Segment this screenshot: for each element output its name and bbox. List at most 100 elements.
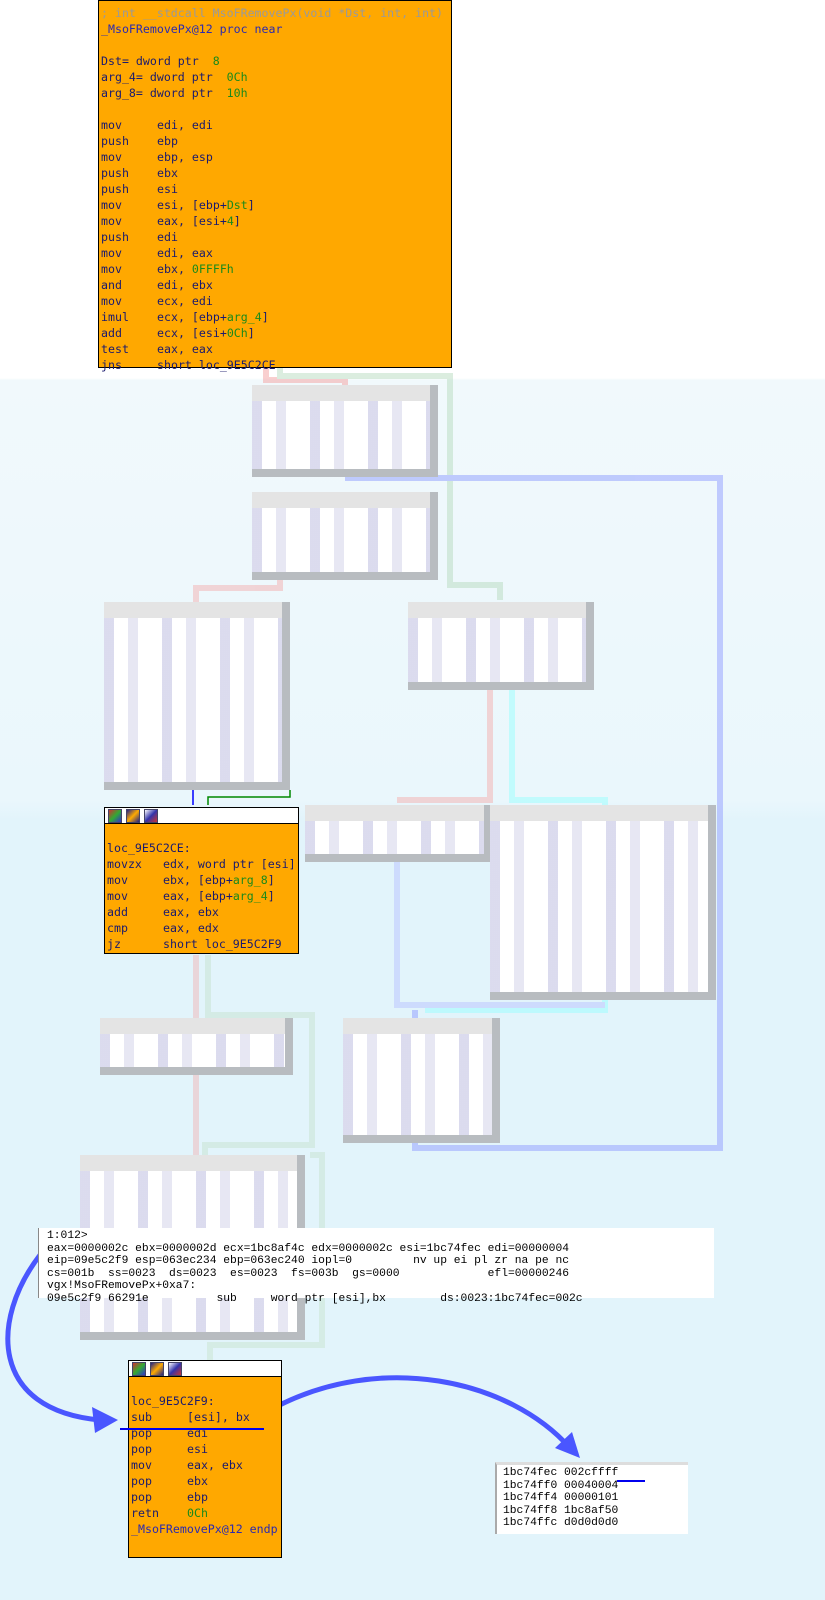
blurred-block [305, 805, 492, 862]
operands: ebp [157, 134, 178, 148]
mnemonic: mov [101, 150, 122, 164]
operands: eax, [ebp+arg_4] [163, 889, 275, 903]
instruction-line[interactable]: pop ebx [129, 1473, 281, 1489]
pencil-icon[interactable] [126, 809, 140, 823]
operands: esi, [ebp+Dst] [157, 198, 255, 212]
block-toolbar [129, 1361, 281, 1377]
instruction-line[interactable]: add eax, ebx [105, 904, 298, 920]
operands: 0Ch [187, 1506, 208, 1520]
endp-label: _MsoFRemovePx@12 endp [131, 1522, 278, 1536]
memory-row: 1bc74ffc d0d0d0d0 [501, 1517, 684, 1530]
operands: eax, [esi+4] [157, 214, 241, 228]
operands: ebp [187, 1490, 208, 1504]
mnemonic: jz [107, 937, 121, 951]
mnemonic: cmp [107, 921, 128, 935]
block-label: loc_9E5C2F9: [131, 1394, 215, 1408]
operands: eax, ebx [163, 905, 219, 919]
var-decl: arg_4= dword ptr [101, 70, 227, 84]
var-offset: 8 [212, 54, 220, 68]
mnemonic: sub [131, 1410, 152, 1424]
blurred-block [343, 1018, 500, 1143]
blurred-block [490, 805, 716, 1000]
instruction-line[interactable]: mov eax, [esi+4] [99, 213, 451, 229]
mnemonic: add [101, 326, 122, 340]
block-label: loc_9E5C2CE: [107, 841, 191, 855]
operands: eax, eax [157, 342, 213, 356]
proc-label: _MsoFRemovePx@12 proc near [101, 22, 283, 36]
stack-var-line: arg_8= dword ptr 10h [99, 85, 451, 101]
mnemonic: and [101, 278, 122, 292]
memory-value: d0d0d0d0 [564, 1517, 619, 1529]
mnemonic: mov [101, 214, 122, 228]
operands: edi, ebx [157, 278, 213, 292]
mnemonic: push [101, 166, 129, 180]
operands: ebx [157, 166, 178, 180]
memory-row: 1bc74ff0 00040004 [501, 1480, 684, 1493]
blurred-block [408, 602, 594, 690]
memory-value: 00000101 [564, 1492, 619, 1504]
instruction-line[interactable]: test eax, eax [99, 341, 451, 357]
stack-var-line: Dst= dword ptr 8 [99, 53, 451, 69]
operands: ecx, [ebp+arg_4] [157, 310, 269, 324]
operands: ebx [187, 1474, 208, 1488]
memory-address: 1bc74fec [503, 1467, 558, 1479]
mnemonic: pop [131, 1474, 152, 1488]
instruction-line[interactable]: cmp eax, edx [105, 920, 298, 936]
mnemonic: add [107, 905, 128, 919]
comment-icon[interactable] [168, 1362, 182, 1376]
operands: edi [157, 230, 178, 244]
memory-row: 1bc74ff4 00000101 [501, 1492, 684, 1505]
var-offset: 10h [226, 86, 248, 100]
function-entry-block[interactable]: ; int __stdcall MsoFRemovePx(void *Dst, … [98, 0, 452, 372]
mnemonic: push [101, 182, 129, 196]
mnemonic: mov [101, 118, 122, 132]
instruction-line[interactable]: push ebx [99, 165, 451, 181]
instruction-line[interactable]: mov ebx, 0FFFFh [99, 261, 451, 277]
stack-var-line: arg_4= dword ptr 0Ch [99, 69, 451, 85]
mnemonic: imul [101, 310, 129, 324]
mnemonic: mov [131, 1458, 152, 1472]
instruction-line[interactable]: imul ecx, [ebp+arg_4] [99, 309, 451, 325]
memory-address: 1bc74ff0 [503, 1479, 558, 1492]
operands: short loc_9E5C2CE [157, 358, 276, 372]
register-line: vgx!MsoFRemovePx+0xa7: [47, 1280, 197, 1292]
pencil-icon[interactable] [150, 1362, 164, 1376]
graph-icon[interactable] [132, 1362, 146, 1376]
comment-icon[interactable] [144, 809, 158, 823]
graph-icon[interactable] [108, 809, 122, 823]
memory-row: 1bc74ff8 1bc8af50 [501, 1505, 684, 1518]
var-offset: 0Ch [226, 70, 248, 84]
instruction-line[interactable]: mov edi, edi [99, 117, 451, 133]
blurred-block [104, 602, 290, 790]
operands: eax, edx [163, 921, 219, 935]
mnemonic: mov [101, 262, 122, 276]
mnemonic: test [101, 342, 129, 356]
operands: edx, word ptr [esi] [163, 857, 296, 871]
instruction-line[interactable]: sub[esi], bx [129, 1409, 281, 1425]
operands: edi, edi [157, 118, 213, 132]
instruction-line[interactable]: and edi, ebx [99, 277, 451, 293]
blurred-block [252, 492, 438, 580]
memory-value: 002cffff [564, 1467, 619, 1479]
operands: ebx, 0FFFFh [157, 262, 234, 276]
